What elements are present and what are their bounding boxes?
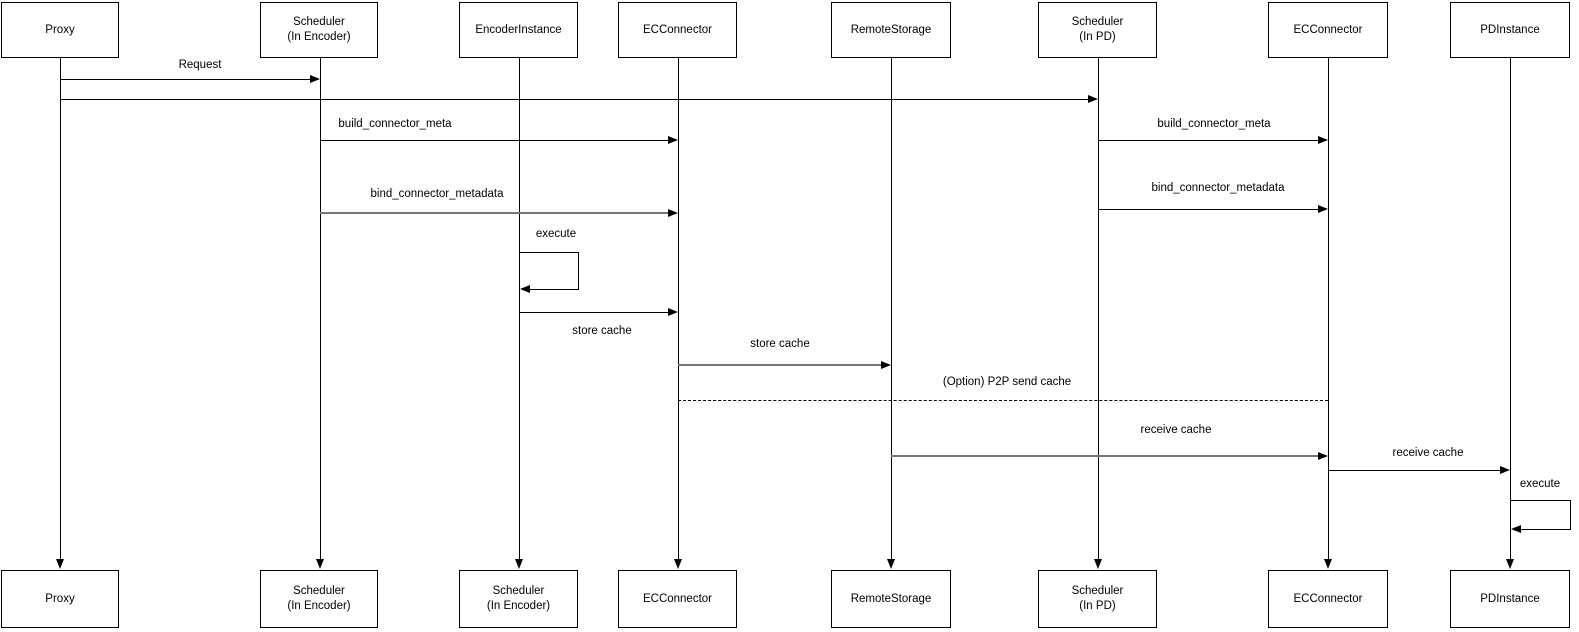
message-label-build-connector-meta-encoder: build_connector_meta: [338, 118, 452, 130]
actor-bottom-box-ec-connector-2: ECConnector: [1268, 570, 1388, 628]
actor-top-box-ec-connector-1: ECConnector: [618, 2, 737, 58]
selfloop-bottom-execute-pd: [1520, 529, 1570, 530]
selfloop-label-execute-pd: execute: [1519, 478, 1561, 490]
lifeline-ec-connector-1: [678, 58, 679, 560]
message-label-bind-connector-metadata-encoder: bind_connector_metadata: [370, 188, 504, 200]
message-arrowhead-proxy-to-scheduler-pd: [1088, 95, 1098, 103]
actor-top-box-ec-connector-2: ECConnector: [1268, 2, 1388, 58]
selfloop-right-execute-pd: [1570, 500, 1571, 530]
message-line-bind-connector-metadata-encoder: [320, 212, 676, 214]
message-line-proxy-to-scheduler-pd: [60, 99, 1096, 100]
message-line-store-cache-remote: [678, 364, 889, 366]
lifeline-arrowhead-scheduler-encoder: [316, 559, 324, 569]
selfloop-bottom-execute-encoder: [529, 289, 578, 290]
actor-bottom-box-scheduler-pd: Scheduler (In PD): [1038, 570, 1157, 628]
message-arrowhead-bind-connector-metadata-encoder: [668, 209, 678, 217]
message-label-receive-cache-pd: receive cache: [1392, 447, 1464, 459]
message-line-request: [60, 79, 318, 80]
lifeline-arrowhead-scheduler-pd: [1094, 559, 1102, 569]
message-label-encoder-store-cache: store cache: [572, 325, 632, 337]
actor-top-box-encoder-instance: EncoderInstance: [459, 2, 578, 58]
selfloop-top-execute-encoder: [519, 252, 578, 253]
message-arrowhead-encoder-store-cache: [668, 308, 678, 316]
lifeline-arrowhead-ec-connector-1: [674, 559, 682, 569]
actor-top-box-scheduler-pd: Scheduler (In PD): [1038, 2, 1157, 58]
message-line-encoder-store-cache: [519, 312, 676, 313]
message-label-store-cache-remote: store cache: [750, 338, 810, 350]
actor-bottom-box-ec-connector-1: ECConnector: [618, 570, 737, 628]
message-arrowhead-bind-connector-metadata-pd: [1318, 205, 1328, 213]
message-label-p2p-send-cache: (Option) P2P send cache: [942, 376, 1072, 388]
lifeline-scheduler-pd: [1098, 58, 1099, 560]
actor-bottom-box-pd-instance: PDInstance: [1450, 570, 1570, 628]
lifeline-arrowhead-encoder-instance: [515, 559, 523, 569]
message-line-build-connector-meta-encoder: [320, 140, 676, 141]
lifeline-arrowhead-remote-storage: [887, 559, 895, 569]
message-label-receive-cache-remote: receive cache: [1140, 424, 1212, 436]
message-arrowhead-receive-cache-pd: [1500, 466, 1510, 474]
actor-top-box-pd-instance: PDInstance: [1450, 2, 1570, 58]
actor-top-box-remote-storage: RemoteStorage: [831, 2, 951, 58]
selfloop-arrowhead-execute-encoder: [520, 285, 530, 293]
message-arrowhead-store-cache-remote: [881, 361, 891, 369]
actor-bottom-box-proxy: Proxy: [1, 570, 119, 628]
message-arrowhead-request: [310, 75, 320, 83]
message-line-p2p-send-cache: [678, 400, 1328, 401]
message-line-receive-cache-pd: [1328, 470, 1508, 471]
lifeline-ec-connector-2: [1328, 58, 1329, 560]
actor-bottom-box-remote-storage: RemoteStorage: [831, 570, 951, 628]
lifeline-remote-storage: [891, 58, 892, 560]
message-arrowhead-receive-cache-remote: [1318, 452, 1328, 460]
message-line-receive-cache-remote: [891, 455, 1326, 457]
lifeline-arrowhead-proxy: [56, 559, 64, 569]
lifeline-pd-instance: [1510, 58, 1511, 560]
lifeline-encoder-instance: [519, 58, 520, 560]
lifeline-arrowhead-pd-instance: [1506, 559, 1514, 569]
message-arrowhead-build-connector-meta-encoder: [668, 136, 678, 144]
message-line-build-connector-meta-pd: [1098, 140, 1326, 141]
message-label-build-connector-meta-pd: build_connector_meta: [1157, 118, 1271, 130]
message-arrowhead-build-connector-meta-pd: [1318, 136, 1328, 144]
message-label-request: Request: [178, 59, 222, 71]
selfloop-label-execute-encoder: execute: [535, 228, 577, 240]
selfloop-arrowhead-execute-pd: [1511, 525, 1521, 533]
selfloop-right-execute-encoder: [578, 252, 579, 290]
actor-top-box-scheduler-encoder: Scheduler (In Encoder): [260, 2, 378, 58]
lifeline-arrowhead-ec-connector-2: [1324, 559, 1332, 569]
message-line-bind-connector-metadata-pd: [1098, 209, 1326, 210]
selfloop-top-execute-pd: [1510, 500, 1570, 501]
actor-bottom-box-scheduler-encoder: Scheduler (In Encoder): [260, 570, 378, 628]
actor-bottom-box-encoder-instance: Scheduler (In Encoder): [459, 570, 578, 628]
message-label-bind-connector-metadata-pd: bind_connector_metadata: [1151, 182, 1285, 194]
lifeline-scheduler-encoder: [320, 58, 321, 560]
actor-top-box-proxy: Proxy: [1, 2, 119, 58]
lifeline-proxy: [60, 58, 61, 560]
